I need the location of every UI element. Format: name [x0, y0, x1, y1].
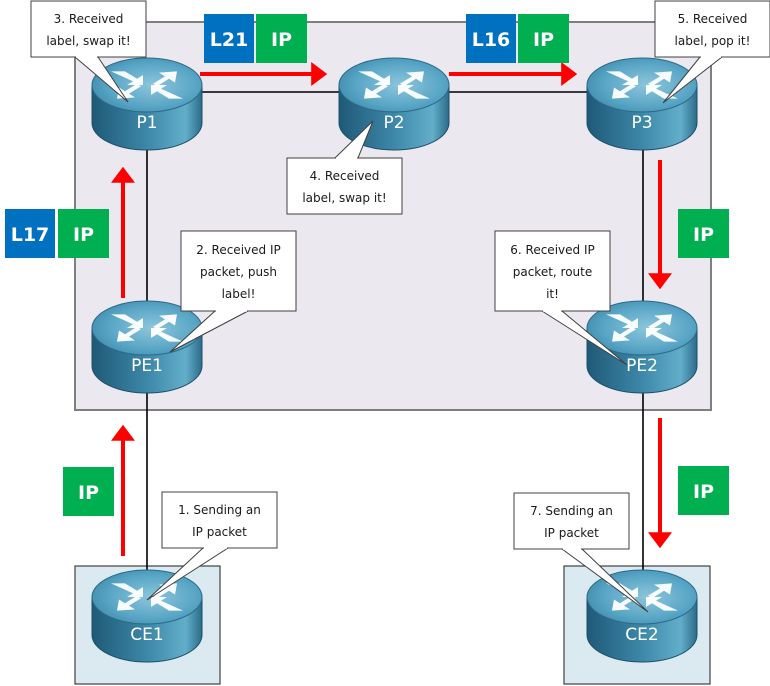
callout-text-line: it!	[546, 287, 559, 301]
callout-text-line: 7. Sending an	[530, 504, 613, 518]
callout-text-line: label, pop it!	[675, 34, 751, 48]
callout-step-7: 7. Sending an IP packet	[513, 492, 649, 613]
ip-tag-text: IP	[73, 224, 94, 246]
callout-text-line: label, swap it!	[46, 34, 130, 48]
callout-text-line: packet, route	[513, 265, 593, 279]
mpls-label-text: L21	[210, 29, 249, 51]
packet-tag-p3-pe2: IP	[678, 209, 729, 258]
router-top	[338, 57, 450, 113]
packet-tag-pe2-ce2: IP	[678, 466, 729, 515]
flow-arrows	[111, 62, 672, 556]
mpls-label-tag	[204, 14, 254, 63]
callout-text-line: 6. Received IP	[510, 243, 594, 257]
mpls-label-text: L17	[11, 224, 50, 246]
packet-tag-p2-p3: L16 IP	[466, 14, 569, 63]
callout-box	[180, 230, 297, 312]
ip-tag	[678, 466, 729, 515]
callout-box	[494, 230, 611, 312]
router-arrows-icon	[606, 314, 678, 342]
router-label: P1	[136, 113, 157, 133]
packet-tag-pe1-p1: L17 IP	[5, 209, 109, 258]
router-p1[interactable]: P1	[91, 57, 203, 151]
callout-text-line: IP packet	[544, 526, 599, 540]
callout-text-line: label, swap it!	[302, 191, 386, 205]
router-ce1[interactable]: CE1	[91, 569, 203, 663]
router-label: PE1	[131, 356, 163, 376]
router-arrows-icon	[111, 583, 183, 611]
callout-text-line: IP packet	[192, 525, 247, 539]
packet-tag-ce1-pe1: IP	[63, 467, 114, 516]
callout-text-line: 3. Received	[54, 12, 124, 26]
router-pe1[interactable]: PE1	[91, 300, 203, 394]
ip-tag-text: IP	[78, 482, 99, 504]
callout-step-3: 3. Received label, swap it!	[30, 0, 147, 103]
ip-tag	[518, 14, 569, 63]
callout-text-line: 1. Sending an	[178, 503, 261, 517]
callout-step-4: 4. Received label, swap it!	[286, 120, 403, 215]
callout-box	[513, 492, 630, 550]
router-label: CE1	[130, 625, 163, 645]
packet-tag-p1-p2: L21 IP	[204, 14, 307, 63]
router-label: P2	[383, 113, 404, 133]
mpls-label-text: L16	[472, 29, 511, 51]
ip-tag	[63, 467, 114, 516]
router-arrows-icon	[111, 71, 183, 99]
ip-tag-text: IP	[693, 224, 714, 246]
router-ce2[interactable]: CE2	[586, 569, 698, 663]
ip-tag	[58, 209, 109, 258]
callout-box	[286, 157, 403, 215]
callout-text-line: 2. Received IP	[196, 243, 280, 257]
callout-text-line: 5. Received	[678, 12, 748, 26]
callout-step-1: 1. Sending an IP packet	[146, 491, 278, 601]
callout-step-6: 6. Received IP packet, route it!	[494, 230, 628, 366]
callout-step-2: 2. Received IP packet, push label!	[169, 230, 297, 353]
callout-box	[161, 491, 278, 549]
callouts: 1. Sending an IP packet 2. Received IP pack…	[30, 0, 770, 613]
router-top	[91, 569, 203, 625]
callout-step-5: 5. Received label, pop it!	[654, 0, 770, 104]
callout-box	[30, 0, 147, 58]
callout-box	[654, 0, 770, 58]
callout-text-line: label!	[222, 287, 256, 301]
ip-tag-text: IP	[533, 29, 554, 51]
callout-text-line: 4. Received	[310, 169, 380, 183]
router-p3[interactable]: P3	[586, 57, 698, 151]
mpls-label-tag	[5, 209, 55, 258]
callout-text-line: packet, push	[200, 265, 277, 279]
ip-tag	[256, 14, 307, 63]
router-pe2[interactable]: PE2	[586, 300, 698, 394]
router-p2[interactable]: P2	[338, 57, 450, 151]
router-label: CE2	[625, 625, 658, 645]
router-arrows-icon	[111, 314, 183, 342]
router-label: P3	[631, 113, 652, 133]
ip-tag-text: IP	[693, 481, 714, 503]
mpls-label-tag	[466, 14, 516, 63]
ip-tag	[678, 209, 729, 258]
ip-tag-text: IP	[271, 29, 292, 51]
router-label: PE2	[626, 356, 658, 376]
router-arrows-icon	[358, 71, 430, 99]
